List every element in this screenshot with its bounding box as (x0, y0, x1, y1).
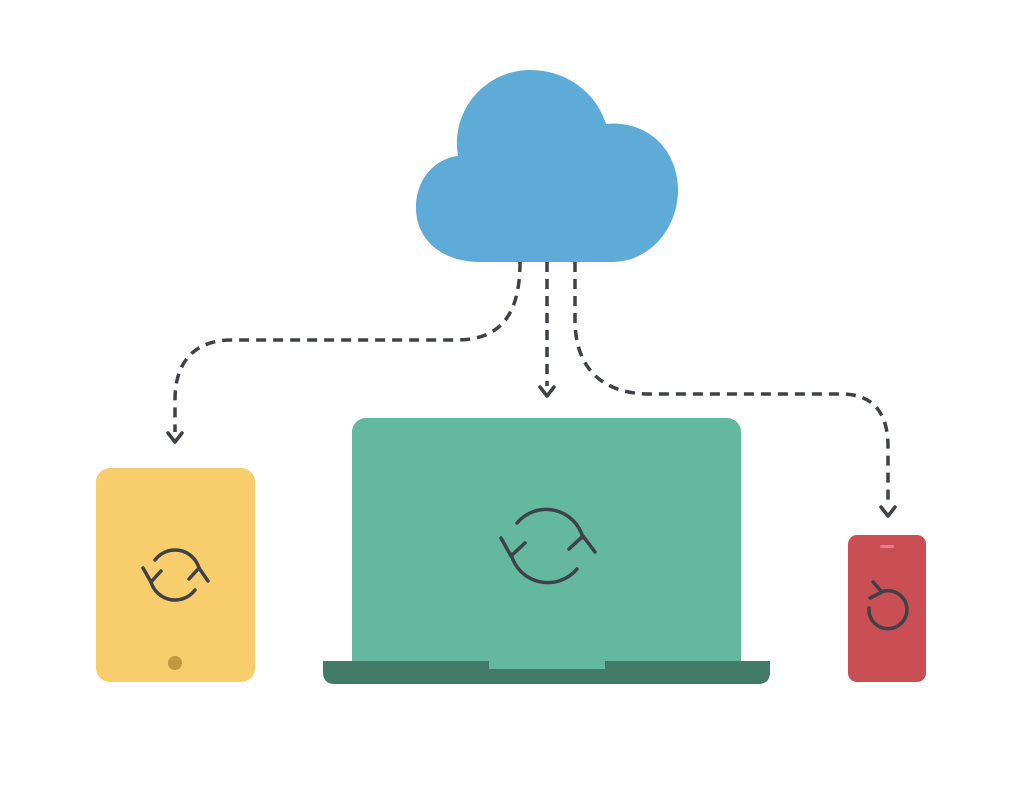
cloud-shape (416, 70, 678, 262)
connectors (166, 261, 897, 518)
connector-cloud-to-phone (573, 262, 890, 506)
phone-speaker (880, 545, 894, 548)
sync-arrows-icon (499, 507, 597, 585)
cloud-icon (416, 70, 678, 262)
connector-cloud-to-tablet (173, 261, 522, 432)
sync-arrows-icon (141, 548, 210, 602)
smartphone-icon (848, 535, 926, 682)
refresh-arrow-icon (867, 580, 909, 631)
arrowhead-laptop (538, 385, 556, 398)
laptop-screen (352, 418, 741, 676)
tablet-icon (96, 468, 255, 682)
phone-body (848, 535, 926, 682)
tablet-body (96, 468, 255, 682)
laptop-base (323, 661, 770, 684)
arrowhead-tablet (166, 431, 184, 444)
laptop-icon (323, 418, 770, 684)
tablet-home-button (168, 656, 182, 670)
arrowhead-phone (879, 505, 897, 518)
